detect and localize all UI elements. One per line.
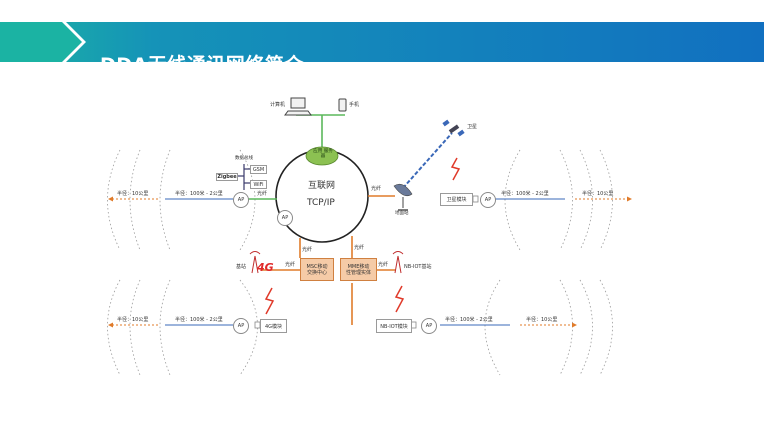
- coverage-arc: [129, 149, 141, 251]
- header-banner: DDA无线通讯网络简介: [0, 22, 764, 76]
- coverage-arc: [159, 149, 171, 251]
- arrow-left: [108, 322, 113, 328]
- gsm-box: GSM: [250, 165, 267, 174]
- nbiot-station-label: NB-IOT基站: [404, 264, 432, 270]
- link-satellite: [402, 132, 453, 189]
- ground-station-label: 地面站: [395, 211, 409, 216]
- coverage-arc: [599, 149, 613, 251]
- coverage-arc: [239, 149, 256, 251]
- radius-near-label: 半径：100米 - 2公里: [175, 191, 223, 197]
- radius-far-label: 半径：10公里: [117, 191, 149, 197]
- radius-near-label: 半径：100米 - 2公里: [175, 317, 223, 323]
- arrow-right: [572, 322, 577, 328]
- fiber-label-ground: 光纤: [371, 186, 382, 192]
- base-station-label: 基站: [236, 264, 247, 270]
- coverage-arc: [129, 279, 141, 376]
- msc-box: MSC移动 交换中心: [300, 258, 334, 281]
- coverage-arc: [559, 279, 573, 376]
- coverage-arc: [107, 279, 121, 376]
- ap-node: AP: [421, 318, 437, 334]
- satellite-label: 卫星: [467, 124, 478, 130]
- dish-icon: [393, 183, 413, 211]
- badge-4g: 4G: [257, 261, 274, 274]
- phone-label: 手机: [349, 102, 360, 108]
- ap-node: AP: [480, 192, 496, 208]
- computer-label: 计算机: [270, 102, 286, 108]
- fiber-label-left: 光纤: [257, 191, 268, 197]
- radius-far-label: 半径：10公里: [526, 317, 558, 323]
- signal-nbiot: [394, 285, 405, 313]
- coverage-arc: [599, 279, 613, 376]
- core-protocol: TCP/IP: [307, 198, 335, 208]
- arrow-right: [627, 196, 632, 202]
- satellite-icon: [442, 119, 465, 137]
- mme-box: MME移动 性管理实体: [340, 258, 377, 281]
- tower-icon-nbiot: [392, 251, 404, 274]
- radius-near-label: 半径：100米 - 2公里: [501, 191, 549, 197]
- mme-line2: 性管理实体: [345, 269, 371, 276]
- ap-node: AP: [277, 210, 293, 226]
- computer-icon: [284, 97, 312, 116]
- ap-node: AP: [233, 192, 249, 208]
- module-nbiot: NB-IOT模块: [376, 319, 412, 333]
- mme-line1: MME移动: [347, 263, 370, 270]
- satellite-module: 卫星模块: [440, 193, 473, 206]
- signal-4g: [264, 287, 275, 315]
- cloud-label: 应用 服务器: [313, 149, 333, 159]
- coverage-arc: [579, 279, 593, 376]
- page-title: DDA无线通讯网络简介: [100, 54, 304, 76]
- coverage-arc: [107, 149, 121, 251]
- cloud-icon: [305, 146, 339, 166]
- msc-line2: 交换中心: [306, 269, 327, 276]
- radius-near-label: 半径：100米 - 2公里: [445, 317, 493, 323]
- fiber-label-mme: 光纤: [354, 245, 365, 251]
- module-4g: 4G模块: [260, 319, 287, 333]
- fiber-label-nbiot: 光纤: [378, 262, 389, 268]
- zigbee-box: Zigbee: [216, 173, 238, 181]
- coverage-arc: [504, 149, 521, 251]
- tower-icon-4g: [249, 251, 261, 274]
- fiber-label-msc: 光纤: [302, 247, 313, 253]
- msc-line1: MSC移动: [306, 263, 328, 270]
- coverage-arc: [484, 279, 501, 376]
- arrow-left: [108, 196, 113, 202]
- coverage-arc: [579, 149, 593, 251]
- signal-satellite: [450, 157, 461, 181]
- radius-far-label: 半径：10公里: [117, 317, 149, 323]
- radius-far-label: 半径：10公里: [582, 191, 614, 197]
- coverage-arc: [559, 149, 573, 251]
- fiber-label-station: 光纤: [285, 262, 296, 268]
- wifi-box: WiFi: [250, 180, 267, 189]
- bus-label: 数据总线: [235, 156, 253, 161]
- banner-shape: [0, 22, 764, 62]
- coverage-arc: [159, 279, 171, 376]
- connector-icon: [472, 195, 479, 203]
- ap-node: AP: [233, 318, 249, 334]
- core-name: 互联网: [308, 181, 336, 191]
- phone-icon: [338, 98, 347, 112]
